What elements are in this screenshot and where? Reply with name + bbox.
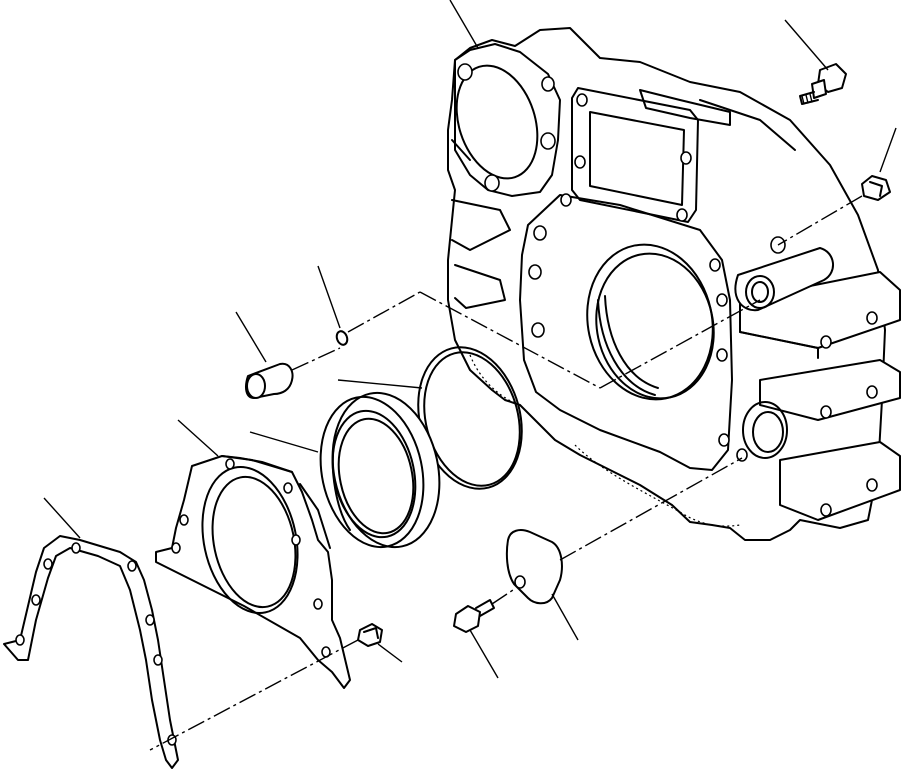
mounting-bolt (784, 19, 847, 105)
grease-fitting (777, 127, 897, 246)
cover-cap-screw (453, 587, 517, 679)
cover-plate (505, 457, 743, 641)
seal-carrier (155, 419, 351, 689)
o-ring-small (317, 265, 761, 389)
carrier-gasket (3, 497, 179, 769)
rear-crankshaft-seal (249, 391, 441, 549)
carrier-cap-screw (149, 623, 403, 751)
housing-leader (449, 0, 479, 49)
flywheel-housing (447, 27, 901, 541)
dowel-pin (235, 311, 341, 399)
